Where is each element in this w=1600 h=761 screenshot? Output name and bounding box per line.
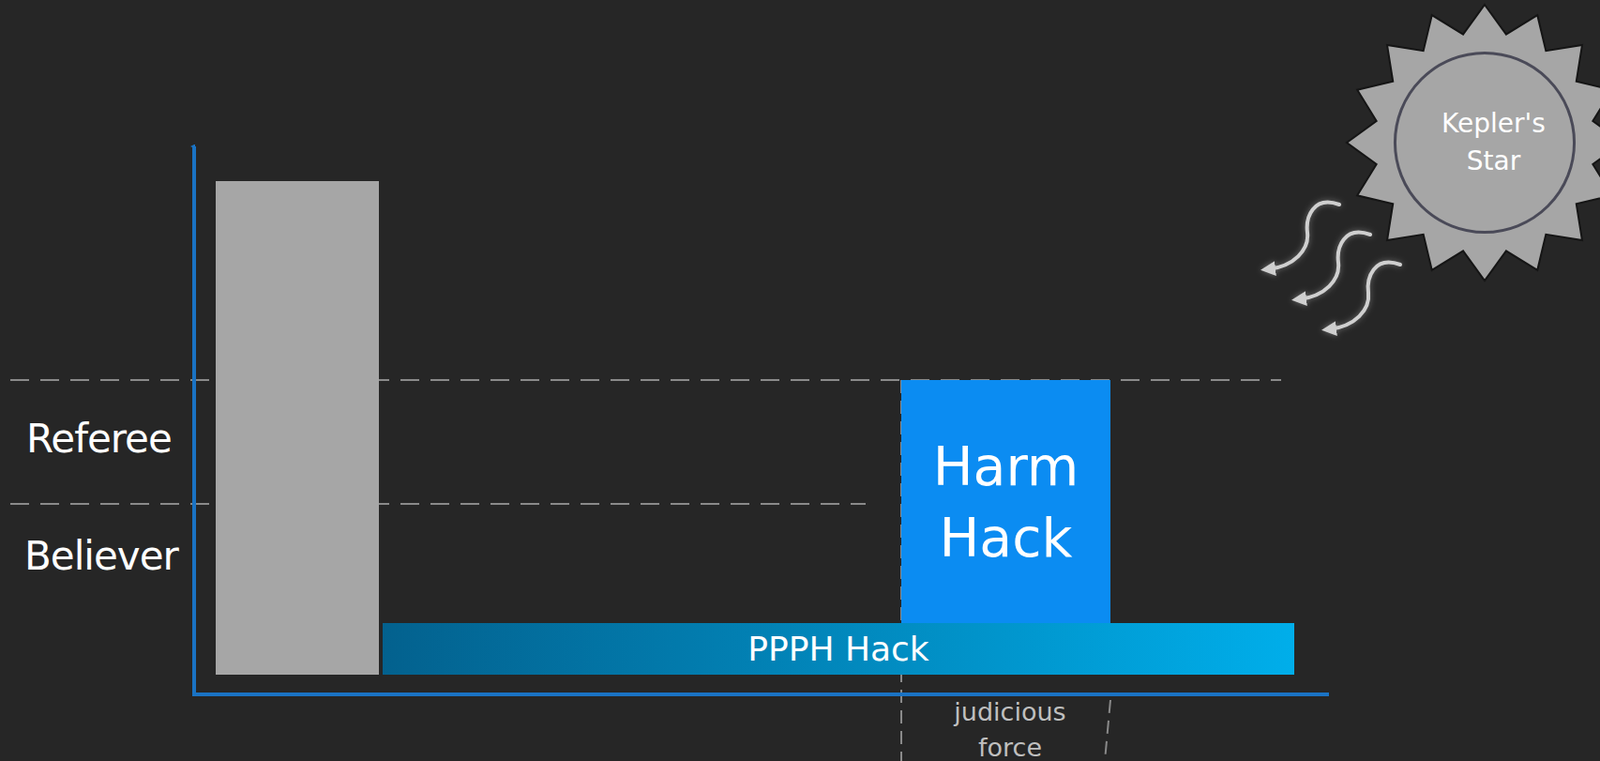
heat-rays [1267,202,1401,330]
node-text: Kepler's Star [1440,105,1547,181]
dashed-guide [1104,699,1111,761]
starburst-shape [1346,4,1600,281]
axis-band-label: Referee [26,413,177,465]
grey-bar [215,181,379,675]
x-axis [192,692,1329,696]
node-text: Harm Hack [912,430,1100,574]
annotation-note: judicious force [944,694,1076,761]
node-text: PPPH Hack [747,628,929,670]
star-outline [1346,4,1600,281]
harm-box: Harm Hack [901,379,1111,623]
star-circle: Kepler's Star [1346,4,1600,281]
y-axis [192,146,197,695]
axis-band-label: Believer [24,530,184,582]
dashed-guide [10,502,866,505]
ppph-bar: PPPH Hack [382,622,1295,675]
star-circle-outline [1394,52,1574,232]
